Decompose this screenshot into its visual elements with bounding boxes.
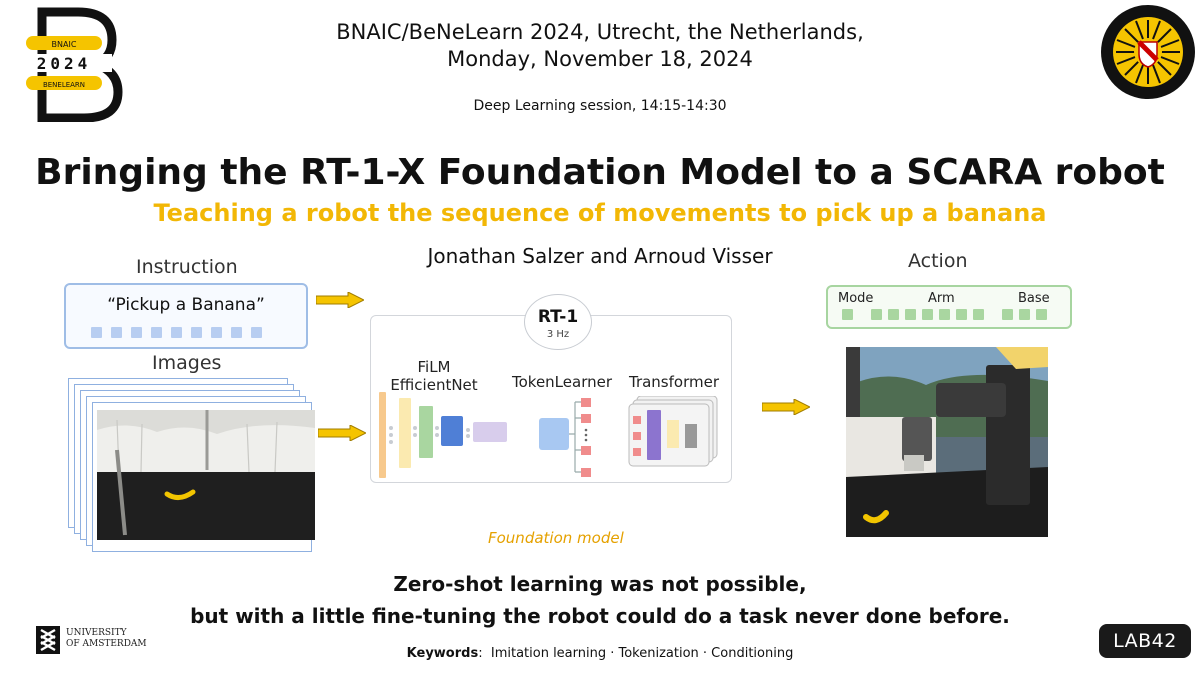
- token: [939, 309, 950, 320]
- action-arm-label: Arm: [928, 291, 955, 306]
- token: [871, 309, 882, 320]
- efficientnet-label: EfficientNet: [390, 376, 478, 394]
- action-box: Mode Arm Base: [826, 285, 1072, 329]
- instruction-tokens: [91, 327, 262, 338]
- conclusion-line-2: but with a little fine-tuning the robot …: [190, 604, 1010, 628]
- action-base-label: Base: [1018, 291, 1050, 306]
- utrecht-university-seal-icon: [1098, 2, 1198, 102]
- conference-line: BNAIC/BeNeLearn 2024, Utrecht, the Nethe…: [336, 20, 864, 44]
- instruction-text: “Pickup a Banana”: [107, 295, 265, 315]
- keywords-text: Imitation learning · Tokenization · Cond…: [490, 646, 794, 661]
- token: [956, 309, 967, 320]
- action-tokens: [842, 309, 1047, 320]
- svg-text:2024: 2024: [37, 54, 92, 73]
- token: [1019, 309, 1030, 320]
- token: [842, 309, 853, 320]
- lab42-logo: LAB42: [1099, 624, 1191, 658]
- svg-text:BNAIC: BNAIC: [52, 40, 77, 49]
- uva-text: UNIVERSITY OF AMSTERDAM: [66, 628, 147, 650]
- bnaic-logo: BNAIC 2024 BENELEARN: [8, 6, 126, 123]
- action-mode-label: Mode: [838, 291, 874, 306]
- token: [151, 327, 162, 338]
- right-arrow-icon: [315, 291, 366, 309]
- scara-robot-photo: [846, 347, 1048, 537]
- rt1-name: RT-1: [537, 307, 579, 327]
- token: [905, 309, 916, 320]
- keywords-line: Keywords: Imitation learning · Tokenizat…: [340, 646, 860, 661]
- right-arrow-icon: [761, 398, 812, 416]
- foundation-model-caption: Foundation model: [488, 529, 624, 547]
- token: [131, 327, 142, 338]
- token: [211, 327, 222, 338]
- instruction-label: Instruction: [136, 256, 238, 278]
- film-efficientnet-label: FiLM EfficientNet: [384, 358, 484, 394]
- session-line: Deep Learning session, 14:15-14:30: [473, 98, 727, 114]
- token: [111, 327, 122, 338]
- token: [922, 309, 933, 320]
- token: [91, 327, 102, 338]
- token: [973, 309, 984, 320]
- token: [1036, 309, 1047, 320]
- rt1-model-box: [370, 315, 732, 483]
- uva-crest-icon: [36, 626, 60, 654]
- action-label: Action: [908, 250, 968, 272]
- token: [1002, 309, 1013, 320]
- date-line: Monday, November 18, 2024: [447, 47, 753, 71]
- token: [191, 327, 202, 338]
- conclusion-line-1: Zero-shot learning was not possible,: [393, 572, 807, 596]
- svg-text:BENELEARN: BENELEARN: [43, 81, 85, 89]
- film-label: FiLM: [417, 358, 451, 376]
- right-arrow-icon: [317, 424, 368, 442]
- transformer-label: Transformer: [628, 373, 719, 391]
- uva-logo: UNIVERSITY OF AMSTERDAM: [36, 626, 166, 656]
- rt1-rate: 3 Hz: [546, 329, 570, 340]
- token: [171, 327, 182, 338]
- banana-camera-photo: [97, 410, 315, 540]
- keywords-label: Keywords: [406, 646, 479, 661]
- token: [251, 327, 262, 338]
- poster-title: Bringing the RT-1-X Foundation Model to …: [35, 152, 1165, 193]
- uva-line-1: UNIVERSITY: [66, 628, 127, 638]
- token: [231, 327, 242, 338]
- tokenlearner-label: TokenLearner: [512, 373, 612, 391]
- token: [888, 309, 899, 320]
- poster-subtitle: Teaching a robot the sequence of movemen…: [153, 199, 1047, 227]
- authors: Jonathan Salzer and Arnoud Visser: [427, 244, 773, 268]
- uva-line-2: OF AMSTERDAM: [66, 639, 147, 649]
- instruction-box: “Pickup a Banana”: [64, 283, 308, 349]
- keywords-colon: :: [478, 646, 483, 661]
- images-label: Images: [152, 352, 222, 374]
- rt1-badge: RT-1 3 Hz: [524, 294, 592, 350]
